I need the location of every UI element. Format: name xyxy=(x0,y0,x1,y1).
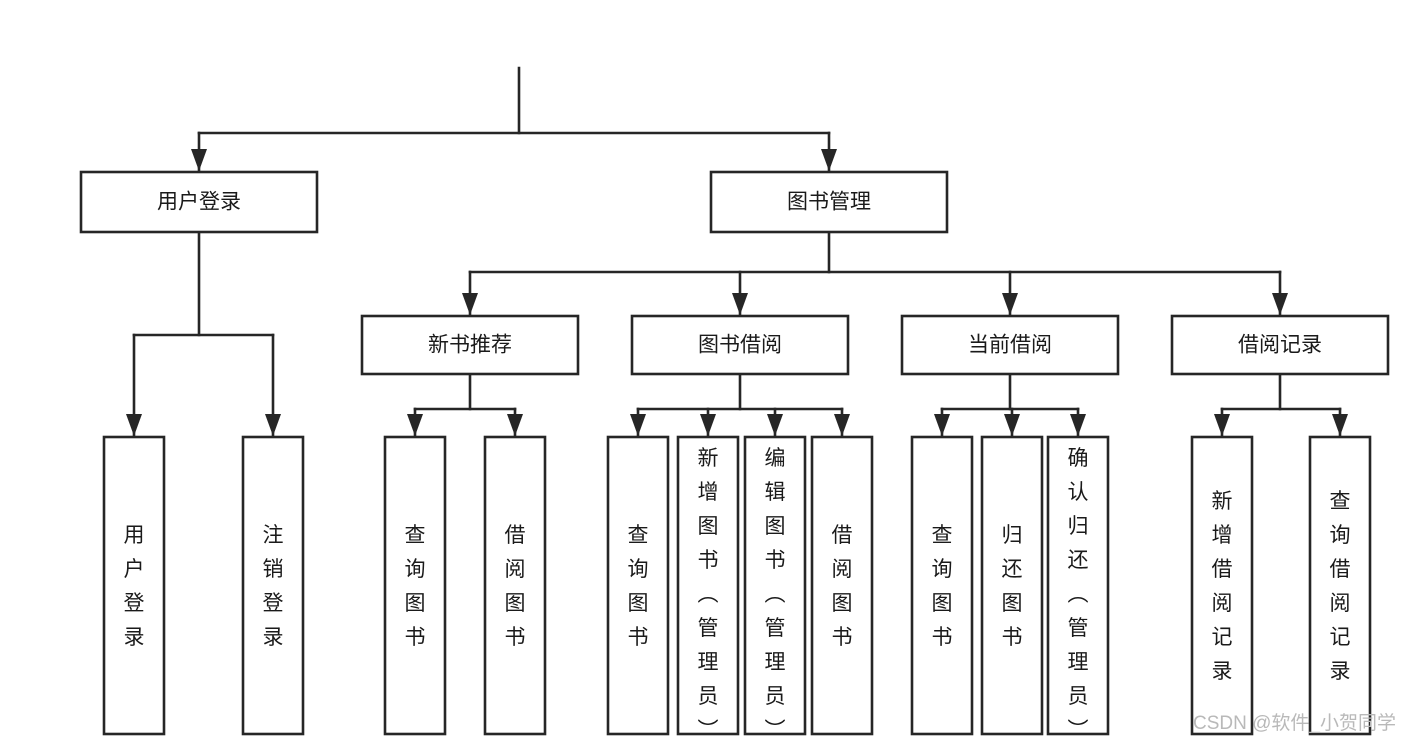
node-leaf-borrow-book-1-box[interactable] xyxy=(483,435,547,736)
node-borrow-record-label: 借阅记录 xyxy=(1238,334,1322,357)
node-leaf-user-login-box[interactable] xyxy=(102,435,166,736)
arrow-head-icon-leaf-confirm-return xyxy=(1070,414,1086,436)
node-leaf-borrow-book-1[interactable]: 借阅图书 xyxy=(483,435,547,736)
arrow-head-icon-leaf-add-record xyxy=(1214,414,1230,436)
node-borrow-record[interactable]: 借阅记录 xyxy=(1170,314,1390,376)
node-leaf-logout-box[interactable] xyxy=(241,435,305,736)
node-leaf-borrow-book-2-label: 借阅图书 xyxy=(832,524,853,649)
arrow-head-icon-leaf-query-record xyxy=(1332,414,1348,436)
arrow-head-icon-leaf-return-book xyxy=(1004,414,1020,436)
node-leaf-return-book[interactable]: 归还图书 xyxy=(980,435,1044,736)
node-leaf-edit-book-label: 编辑图书︵管理员︶ xyxy=(765,447,786,742)
node-leaf-add-book-label: 新增图书︵管理员︶ xyxy=(698,447,719,742)
arrow-head-icon-leaf-query-book-2 xyxy=(630,414,646,436)
arrow-head-icon-new-book-recommend xyxy=(462,293,478,315)
node-leaf-borrow-book-2[interactable]: 借阅图书 xyxy=(810,435,874,736)
node-leaf-edit-book-box[interactable] xyxy=(743,435,807,736)
arrow-head-icon-leaf-query-book-1 xyxy=(407,414,423,436)
node-user-login-box[interactable] xyxy=(79,170,319,234)
node-book-borrow-box[interactable] xyxy=(630,314,850,376)
arrow-head-icon-leaf-add-book xyxy=(700,414,716,436)
node-leaf-query-book-1-box[interactable] xyxy=(383,435,447,736)
node-leaf-return-book-label: 归还图书 xyxy=(1002,524,1023,649)
arrow-head-icon-user-login xyxy=(191,149,207,171)
node-leaf-edit-book[interactable]: 编辑图书︵管理员︶ xyxy=(743,435,807,742)
node-leaf-confirm-return-box[interactable] xyxy=(1046,435,1110,736)
arrow-head-icon-leaf-query-book-3 xyxy=(934,414,950,436)
node-leaf-query-record-box[interactable] xyxy=(1308,435,1372,736)
node-current-borrow-label: 当前借阅 xyxy=(968,334,1052,357)
node-leaf-add-record[interactable]: 新增借阅记录 xyxy=(1190,435,1254,736)
node-leaf-borrow-book-1-label: 借阅图书 xyxy=(505,524,526,649)
node-leaf-confirm-return-label: 确认归还︵管理员︶ xyxy=(1068,447,1089,742)
node-book-manage-box[interactable] xyxy=(709,170,949,234)
node-user-login[interactable]: 用户登录 xyxy=(79,170,319,234)
node-leaf-query-book-2[interactable]: 查询图书 xyxy=(606,435,670,736)
node-borrow-record-box[interactable] xyxy=(1170,314,1390,376)
node-new-book-recommend-box[interactable] xyxy=(360,314,580,376)
node-leaf-query-record[interactable]: 查询借阅记录 xyxy=(1308,435,1372,736)
arrow-head-icon-leaf-borrow-book-2 xyxy=(834,414,850,436)
arrow-head-icon-leaf-borrow-book-1 xyxy=(507,414,523,436)
node-leaf-add-record-label: 新增借阅记录 xyxy=(1212,490,1233,683)
node-leaf-query-book-3-label: 查询图书 xyxy=(932,524,953,649)
node-leaf-user-login-label: 用户登录 xyxy=(124,524,145,649)
arrow-head-icon-leaf-logout xyxy=(265,414,281,436)
node-new-book-recommend[interactable]: 新书推荐 xyxy=(360,314,580,376)
node-leaf-add-record-box[interactable] xyxy=(1190,435,1254,736)
watermark-label: CSDN @软件_小贺同学 xyxy=(1193,712,1396,734)
node-leaf-query-book-1[interactable]: 查询图书 xyxy=(383,435,447,736)
edges-layer xyxy=(126,66,1348,437)
node-leaf-add-book[interactable]: 新增图书︵管理员︶ xyxy=(676,435,740,742)
arrow-head-icon-current-borrow xyxy=(1002,293,1018,315)
node-leaf-query-record-label: 查询借阅记录 xyxy=(1330,490,1351,683)
node-new-book-recommend-label: 新书推荐 xyxy=(428,334,512,357)
node-user-login-label: 用户登录 xyxy=(157,191,241,214)
node-leaf-return-book-box[interactable] xyxy=(980,435,1044,736)
node-book-manage-label: 图书管理 xyxy=(787,191,871,214)
node-leaf-query-book-2-box[interactable] xyxy=(606,435,670,736)
node-leaf-query-book-3-box[interactable] xyxy=(910,435,974,736)
node-leaf-user-login[interactable]: 用户登录 xyxy=(102,435,166,736)
arrow-head-icon-leaf-edit-book xyxy=(767,414,783,436)
node-leaf-logout-label: 注销登录 xyxy=(263,524,284,649)
node-leaf-confirm-return[interactable]: 确认归还︵管理员︶ xyxy=(1046,435,1110,742)
node-leaf-add-book-box[interactable] xyxy=(676,435,740,736)
node-leaf-logout[interactable]: 注销登录 xyxy=(241,435,305,736)
node-book-borrow-label: 图书借阅 xyxy=(698,334,782,357)
arrow-head-icon-book-manage xyxy=(821,149,837,171)
node-leaf-query-book-3[interactable]: 查询图书 xyxy=(910,435,974,736)
nodes-layer: 用户登录图书管理新书推荐图书借阅当前借阅借阅记录用户登录注销登录查询图书借阅图书… xyxy=(79,170,1390,742)
node-book-manage[interactable]: 图书管理 xyxy=(709,170,949,234)
node-current-borrow-box[interactable] xyxy=(900,314,1120,376)
node-current-borrow[interactable]: 当前借阅 xyxy=(900,314,1120,376)
node-leaf-query-book-1-label: 查询图书 xyxy=(405,524,426,649)
arrow-head-icon-leaf-user-login xyxy=(126,414,142,436)
node-leaf-query-book-2-label: 查询图书 xyxy=(628,524,649,649)
arrow-head-icon-borrow-record xyxy=(1272,293,1288,315)
node-book-borrow[interactable]: 图书借阅 xyxy=(630,314,850,376)
arrow-head-icon-book-borrow xyxy=(732,293,748,315)
node-leaf-borrow-book-2-box[interactable] xyxy=(810,435,874,736)
